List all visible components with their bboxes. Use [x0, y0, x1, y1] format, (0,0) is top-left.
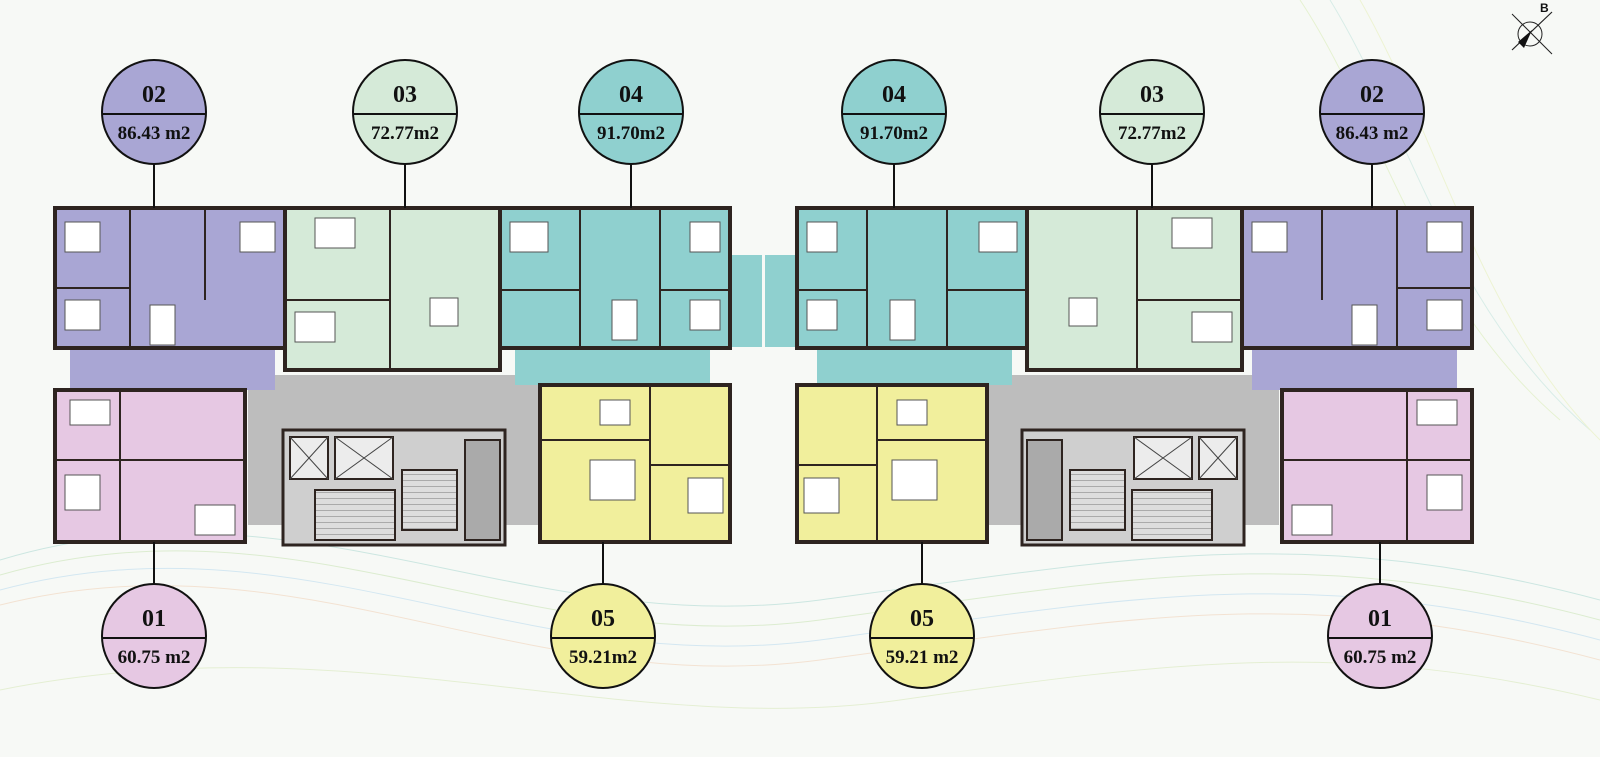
- label-circle: [1327, 583, 1433, 689]
- unit-code: 04: [882, 82, 906, 108]
- unit-labels: 02 86.43 m2 03 72.77m2 04 91.70m2 04 91.70m2 03 7…: [101, 59, 1433, 689]
- unit-label-bubble: 04 91.70m2: [841, 59, 947, 208]
- unit-code: 02: [142, 82, 166, 108]
- unit-area: 72.77m2: [371, 123, 439, 144]
- unit-code: 01: [142, 606, 166, 632]
- label-circle: [578, 59, 684, 165]
- unit-code: 05: [591, 606, 615, 632]
- stairwell: [314, 489, 396, 541]
- label-circle: [1319, 59, 1425, 165]
- stairwell: [401, 469, 458, 531]
- left-wing: [53, 206, 762, 547]
- label-circle: [352, 59, 458, 165]
- unit-area: 86.43 m2: [118, 123, 191, 144]
- label-circle: [1099, 59, 1205, 165]
- unit-area: 91.70m2: [597, 123, 665, 144]
- unit-label-bubble: 03 72.77m2: [352, 59, 458, 208]
- unit-area: 60.75 m2: [118, 647, 191, 668]
- unit-area: 59.21m2: [569, 647, 637, 668]
- label-circle: [101, 583, 207, 689]
- unit-label-bubble: 03 72.77m2: [1099, 59, 1205, 208]
- unit-code: 03: [393, 82, 417, 108]
- unit-code: 02: [1360, 82, 1384, 108]
- label-circle: [550, 583, 656, 689]
- unit-area: 72.77m2: [1118, 123, 1186, 144]
- label-circle: [101, 59, 207, 165]
- unit-area: 91.70m2: [860, 123, 928, 144]
- unit-label-bubble: 05 59.21 m2: [869, 542, 975, 689]
- unit-area: 59.21 m2: [886, 647, 959, 668]
- unit-label-bubble: 04 91.70m2: [578, 59, 684, 208]
- unit-code: 04: [619, 82, 643, 108]
- compass-icon: B: [1511, 1, 1553, 55]
- unit-label-bubble: 05 59.21m2: [550, 542, 656, 689]
- right-wing: [765, 206, 1474, 547]
- unit-label-bubble: 02 86.43 m2: [1319, 59, 1425, 208]
- unit-code: 05: [910, 606, 934, 632]
- label-circle: [841, 59, 947, 165]
- unit-code: 03: [1140, 82, 1164, 108]
- unit-area: 60.75 m2: [1344, 647, 1417, 668]
- unit-area: 86.43 m2: [1336, 123, 1409, 144]
- unit-label-bubble: 01 60.75 m2: [101, 542, 207, 689]
- label-circle: [869, 583, 975, 689]
- compass-north-label: B: [1540, 1, 1549, 15]
- unit-code: 01: [1368, 606, 1392, 632]
- unit-label-bubble: 02 86.43 m2: [101, 59, 207, 208]
- unit-label-bubble: 01 60.75 m2: [1327, 542, 1433, 689]
